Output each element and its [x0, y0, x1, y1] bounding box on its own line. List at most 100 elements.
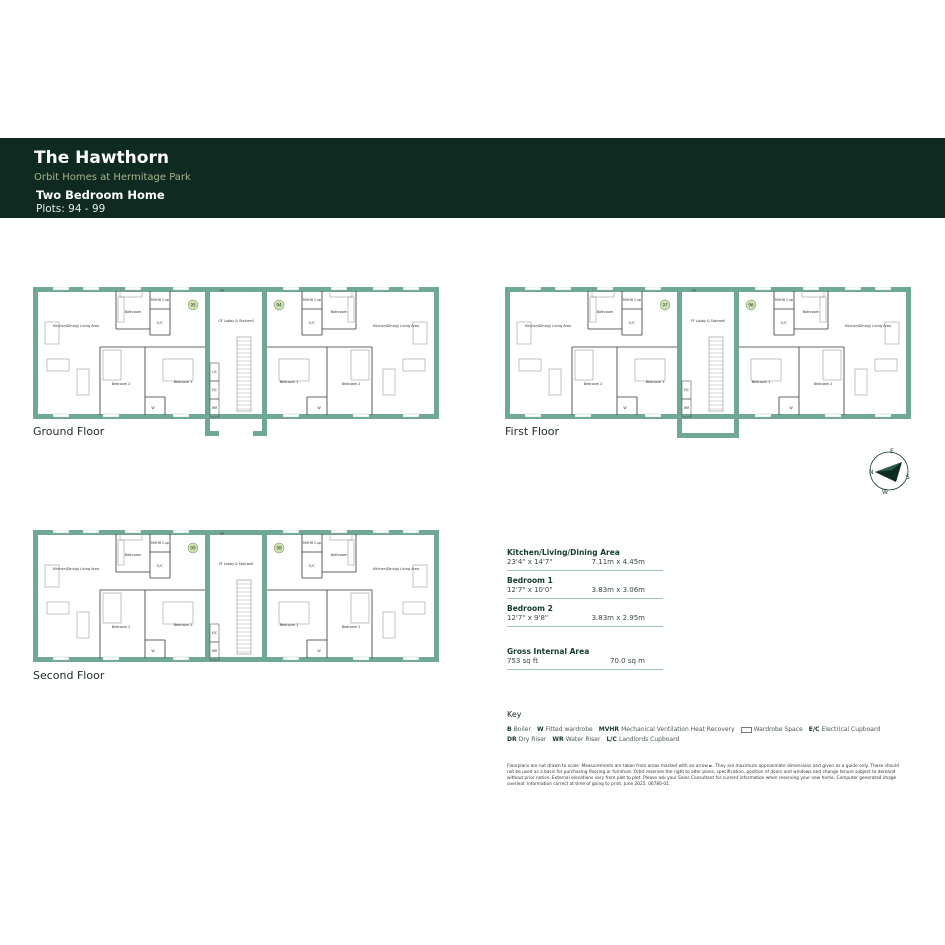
party-wall: [262, 530, 267, 660]
key-title: Key: [507, 710, 522, 719]
compass-w: W: [882, 489, 888, 496]
window: [282, 413, 300, 418]
electrical-cupboard-label: E/C: [309, 564, 315, 568]
sofa: [76, 611, 90, 639]
bed: [278, 358, 310, 382]
kitchen-label: Kitchen/Dining/ Living Area: [525, 324, 571, 328]
header-banner: The Hawthorn Orbit Homes at Hermitage Pa…: [0, 138, 945, 218]
window: [52, 413, 70, 418]
lobby-cupboard-label: L/C: [212, 370, 218, 374]
window: [524, 287, 542, 291]
spec-kitchen: Kitchen/Living/Dining Area 23'4" x 14'7"…: [507, 548, 663, 571]
outer-wall: [33, 530, 439, 662]
key-item: DR Dry Riser: [507, 736, 547, 743]
window: [330, 287, 348, 291]
lobby-wall: [205, 414, 210, 436]
window: [596, 287, 614, 291]
ground-floor-plan: Kitchen/Dining/ Living AreaBathroomMVHR …: [33, 287, 439, 436]
window: [754, 413, 772, 418]
plot-number: 96: [748, 303, 754, 308]
window: [802, 287, 820, 291]
second-floor-plan: Kitchen/Dining/ Living AreaBathroomMVHR …: [33, 530, 439, 662]
spec-bedroom-2: Bedroom 2 12'7" x 9'8"3.83m x 2.95m: [507, 604, 663, 627]
bed: [102, 592, 122, 624]
window: [102, 413, 120, 418]
lobby-cupboard: [681, 398, 692, 418]
window: [52, 656, 70, 661]
window: [124, 287, 142, 291]
party-wall: [677, 287, 682, 417]
key-item: Wardrobe Space: [740, 726, 803, 733]
bath: [117, 539, 125, 566]
party-wall: [734, 287, 739, 417]
party-wall: [262, 287, 267, 417]
plot-badge: [187, 299, 199, 311]
lobby-cupboard-label: E/C: [212, 388, 218, 392]
electrical-cupboard-label: E/C: [157, 321, 163, 325]
bathroom-label: Bathroom: [597, 310, 614, 314]
kitchen-counter: [119, 290, 143, 298]
bathroom-label: Bathroom: [331, 553, 348, 557]
window: [82, 287, 100, 291]
wardrobe-label: W: [151, 649, 155, 653]
lobby-wall: [205, 431, 219, 436]
sofa: [46, 358, 70, 372]
window: [82, 530, 100, 534]
bath: [819, 296, 827, 323]
electrical-cupboard-label: E/C: [157, 564, 163, 568]
bedroom-1-label: Bedroom 1: [174, 623, 193, 627]
lobby-wall: [677, 414, 682, 438]
bed: [102, 349, 122, 381]
plot-badge: [187, 542, 199, 554]
dry-riser-label: DR: [692, 289, 696, 293]
plot-number: 99: [190, 546, 196, 551]
window: [824, 413, 842, 418]
dry-riser-label: DR: [220, 532, 224, 536]
kitchen-counter: [119, 533, 143, 541]
sofa: [402, 601, 426, 615]
window: [874, 287, 892, 291]
plot-badge: [273, 542, 285, 554]
bedroom-1-label: Bedroom 1: [280, 623, 299, 627]
dining-table: [44, 321, 60, 345]
first-floor-plan: Kitchen/Dining/ Living AreaBathroomMVHR …: [505, 287, 911, 438]
bed: [278, 601, 310, 625]
key-item: L/C Landlords Cupboard: [606, 736, 680, 743]
sofa: [76, 368, 90, 396]
lobby-cupboard: [209, 641, 220, 661]
window: [52, 287, 70, 291]
plot-number: 98: [276, 546, 282, 551]
lobby-wall: [734, 414, 739, 438]
compass-n: N: [869, 469, 874, 476]
window: [402, 413, 420, 418]
bed: [822, 349, 842, 381]
kitchen-counter: [329, 533, 353, 541]
developer-subtitle: Orbit Homes at Hermitage Park: [34, 172, 191, 183]
bedroom-2-label: Bedroom 2: [112, 382, 131, 386]
bath: [589, 296, 597, 323]
stairs: [236, 579, 252, 655]
compass-e: E: [890, 448, 894, 455]
sofa: [382, 368, 396, 396]
window: [844, 287, 862, 291]
bathroom-label: Bathroom: [125, 553, 142, 557]
dining-table: [44, 564, 60, 588]
kitchen-label: Kitchen/Dining/ Living Area: [373, 324, 419, 328]
window: [574, 413, 592, 418]
window: [402, 656, 420, 661]
lobby-cupboard-label: WR: [684, 406, 690, 410]
mvhr-cupboard-label: MVHR Cup: [151, 541, 169, 545]
bedroom-1-label: Bedroom 1: [174, 380, 193, 384]
key-item: WR Water Riser: [552, 736, 601, 743]
window: [102, 656, 120, 661]
compass-icon: N E S W: [869, 448, 910, 496]
lobby-cupboard-label: E/C: [212, 631, 218, 635]
bedroom-2-label: Bedroom 2: [814, 382, 833, 386]
plots-range: Plots: 94 - 99: [36, 203, 106, 215]
lobby-label: SF Lobby & Stairwell: [219, 562, 254, 566]
window: [372, 287, 390, 291]
stairs: [236, 336, 252, 412]
wardrobe-label: W: [623, 406, 627, 410]
